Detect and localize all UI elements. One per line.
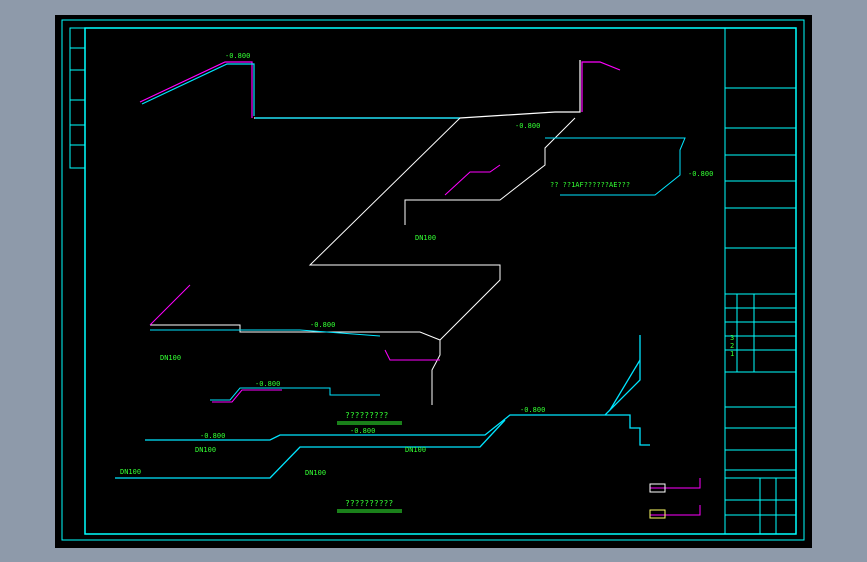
diagram-title-1: ????????? — [345, 411, 389, 420]
elevation-label: -0.800 — [688, 170, 713, 178]
elevation-label: -0.800 — [225, 52, 250, 60]
revision-2: 2 — [730, 342, 734, 350]
pipe-size-label: DN100 — [120, 468, 141, 476]
elevation-label: -0.800 — [255, 380, 280, 388]
pipe-upper-left — [139, 60, 621, 119]
pipe-size-label: DN100 — [305, 469, 326, 477]
pipe-size-label: DN100 — [195, 446, 216, 454]
pipe-central — [308, 117, 686, 341]
pipe-size-label: DN100 — [415, 234, 436, 242]
legend-note: ?? ??1AF??????AE??? — [550, 181, 630, 189]
left-binding-strip — [69, 27, 86, 169]
detail-bottom-right — [649, 478, 701, 519]
elevation-label: -0.800 — [200, 432, 225, 440]
diagram-title-2: ?????????? — [345, 499, 393, 508]
pipe-size-label: DN100 — [405, 446, 426, 454]
outer-frame — [61, 19, 805, 541]
pipe-middle — [149, 284, 441, 405]
inner-frame — [84, 27, 797, 535]
cad-drawing-canvas[interactable] — [55, 15, 812, 548]
pipe-size-label: DN100 — [160, 354, 181, 362]
elevation-label: -0.800 — [515, 122, 540, 130]
revision-1: 1 — [730, 350, 734, 358]
elevation-label: -0.800 — [520, 406, 545, 414]
elevation-label: -0.800 — [350, 427, 375, 435]
title-block — [724, 28, 796, 534]
revision-3: 3 — [730, 334, 734, 342]
elevation-label: -0.800 — [310, 321, 335, 329]
pipe-bottom — [115, 335, 650, 479]
